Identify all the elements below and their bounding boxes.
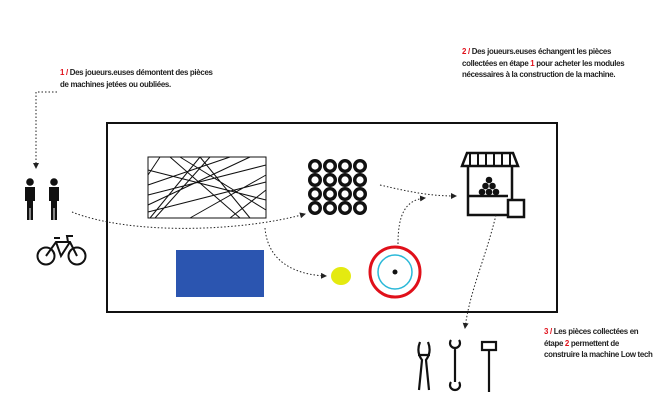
arrow-stall-to-tools	[462, 214, 497, 329]
bicycle-icon	[36, 235, 87, 266]
part-ring	[338, 186, 353, 201]
arrow-parts-to-stall	[379, 184, 457, 199]
step-1-note: 1 / Des joueurs.euses démontent des pièc…	[60, 67, 221, 90]
step-3-text-after: permettent de construire la machine Low …	[544, 337, 653, 360]
players-icon	[25, 178, 59, 220]
step-2-note: 2 / Des joueurs.euses échangent les pièc…	[462, 46, 628, 81]
target-module	[368, 245, 422, 299]
part-ring	[323, 200, 338, 215]
pliers-icon	[417, 341, 431, 391]
arrow-target-to-stall	[397, 195, 426, 245]
part-ring	[308, 158, 323, 173]
part-ring	[338, 200, 353, 215]
blue-module	[176, 250, 264, 297]
part-ring	[338, 158, 353, 173]
part-ring	[353, 200, 368, 215]
part-ring	[308, 200, 323, 215]
wrench-icon	[448, 339, 462, 392]
step-2-ref: 1	[530, 57, 535, 68]
arrow-players-to-parts	[71, 211, 306, 229]
collected-parts-grid	[308, 158, 368, 215]
step-2-text-after: pour acheter les modules nécessaires à l…	[462, 57, 625, 80]
step-1-number: 1 /	[60, 67, 68, 77]
part-ring	[308, 172, 323, 187]
part-ring	[353, 172, 368, 187]
step-2-text-before: Des joueurs.euses échangent les pièces c…	[462, 46, 612, 68]
arrow-step1-to-players	[33, 91, 57, 169]
part-ring	[353, 158, 368, 173]
step-2-number: 2 /	[462, 46, 470, 56]
scrap-parts-pile	[147, 156, 267, 219]
part-ring	[323, 172, 338, 187]
tools-icon	[417, 339, 498, 392]
arrow-pile-to-yellow	[264, 227, 327, 279]
market-stall-icon	[460, 151, 526, 219]
part-ring	[308, 186, 323, 201]
part-ring	[323, 186, 338, 201]
game-board	[106, 122, 558, 313]
yellow-module	[331, 267, 351, 285]
step-1-text: Des joueurs.euses démontent des pièces d…	[60, 67, 213, 89]
part-ring	[353, 186, 368, 201]
step-3-ref: 2	[564, 337, 570, 348]
part-ring	[323, 158, 338, 173]
step-3-note: 3 / Les pièces collectées en étape 2 per…	[544, 326, 653, 361]
part-ring	[338, 172, 353, 187]
step-3-text-before: Les pièces collectées en étape	[544, 326, 639, 348]
hammer-icon	[480, 340, 498, 392]
step-3-number: 3 /	[544, 326, 552, 336]
